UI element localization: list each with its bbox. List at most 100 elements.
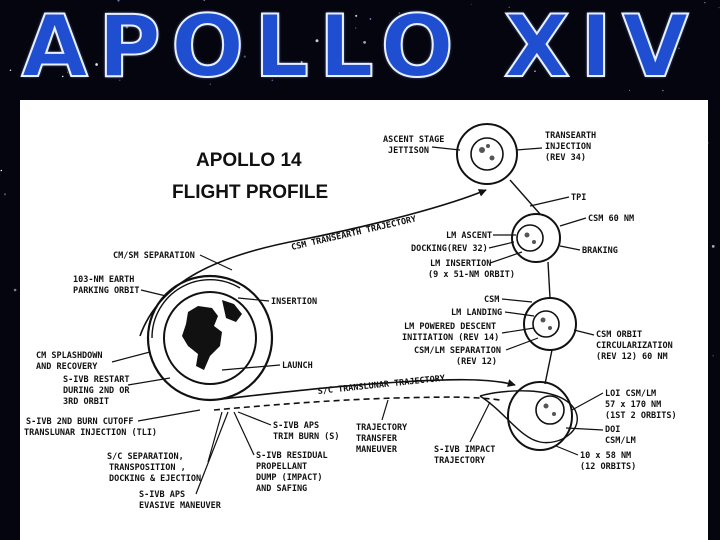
star [271,79,274,82]
label-sc-separation-3: DOCKING & EJECTION [109,474,201,484]
label-loi-3: (1ST 2 ORBITS) [605,411,677,421]
label-sivb-residual-4: AND SAFING [256,484,307,494]
star [3,193,7,196]
star [209,83,211,85]
star [662,90,664,92]
label-lm-ascent: LM ASCENT [446,231,492,241]
star [678,47,680,50]
star [59,36,61,38]
label-sivb-aps-evasive-2: EVASIVE MANEUVER [139,501,222,511]
label-sc-translunar: S/C TRANSLUNAR TRAJECTORY [317,374,446,397]
label-trajectory-transfer-2: TRANSFER [356,434,398,444]
star [712,355,714,357]
label-cm-splashdown-1: CM SPLASHDOWN [36,351,103,361]
label-transearth-inj-1: TRANSEARTH [545,131,596,141]
label-ascent-stage-2: JETTISON [388,146,429,156]
label-transearth-inj-3: (REV 34) [545,153,586,163]
label-csm-lm-sep-1: CSM/LM SEPARATION [414,346,501,356]
star [9,69,12,71]
star [629,89,630,91]
label-sivb-residual-2: PROPELLANT [256,462,307,472]
diagram-title-line-2: FLIGHT PROFILE [172,182,328,203]
star [355,14,358,17]
label-parking-orbit-1: 103-NM EARTH [73,275,134,285]
star [363,41,366,44]
sivb-trajectory-dashed [213,396,501,411]
diagram-panel [20,100,708,540]
label-powered-descent-2: INITIATION (REV 14) [402,333,499,343]
star [272,47,275,50]
label-cm-sm-separation: CM/SM SEPARATION [113,251,195,261]
label-lm-insertion-1: LM INSERTION [430,259,491,269]
label-csm-orbit-2: CIRCULARIZATION [596,341,673,351]
label-doi-1: DOI [605,425,620,435]
label-sivb-residual-1: S-IVB RESIDUAL [256,451,328,461]
star [210,66,212,68]
label-sivb-aps-evasive-1: S-IVB APS [139,490,185,500]
label-loi-2: 57 x 170 NM [605,400,661,410]
label-sc-separation-1: S/C SEPARATION, [107,452,184,462]
star [0,169,3,172]
label-sivb-aps-trim-1: S-IVB APS [273,421,319,431]
label-tpi: TPI [571,193,586,203]
label-csm-60nm: CSM 60 NM [588,214,634,224]
earth [146,274,274,402]
label-launch: LAUNCH [282,361,313,371]
star [67,71,69,73]
star [315,39,319,43]
label-sc-separation-2: TRANSPOSITION , [109,463,186,473]
translunar-trajectory-line [211,378,516,401]
label-csm-lm-sep-2: (REV 12) [456,357,497,367]
star [508,6,510,8]
star [115,50,118,53]
star [203,0,206,1]
label-transearth-inj-2: INJECTION [545,142,591,152]
label-trajectory-transfer-3: MANEUVER [356,445,398,455]
label-trajectory-transfer-1: TRAJECTORY [356,423,408,433]
label-braking: BRAKING [582,246,618,256]
star [398,12,401,14]
label-sivb-restart-3: 3RD ORBIT [63,397,109,407]
label-sivb-restart-2: DURING 2ND OR [63,386,130,396]
label-sivb-aps-trim-2: TRIM BURN (S) [273,432,340,442]
star [64,24,66,27]
label-sivb-2nd-burn-2: TRANSLUNAR INJECTION (TLI) [24,428,157,438]
label-csm-orbit-3: (REV 12) 60 NM [596,352,668,362]
star [117,0,120,2]
label-csm-transearth: CSM TRANSEARTH TRAJECTORY [290,214,418,253]
moon-lm-ascent [511,213,561,263]
moon-lunar-orbit-insertion [479,381,578,451]
label-powered-descent-1: LM POWERED DESCENT [404,322,496,332]
label-loi-1: LOI CSM/LM [605,389,656,399]
star [243,55,246,58]
label-sivb-residual-3: DUMP (IMPACT) [256,473,323,483]
label-cm-splashdown-2: AND RECOVERY [36,362,98,372]
star [114,70,117,74]
label-lm-landing: LM LANDING [451,308,502,318]
label-insertion: INSERTION [271,297,317,307]
star [704,2,706,4]
star [125,25,129,29]
star [388,27,391,30]
label-orbit-10x58-1: 10 x 58 NM [580,451,631,461]
star [718,7,720,9]
star [470,3,472,5]
star [534,70,536,72]
label-csm: CSM [484,295,499,305]
star [354,27,357,29]
label-ascent-stage-1: ASCENT STAGE [383,135,444,145]
label-lm-insertion-2: (9 x 51-NM ORBIT) [428,270,515,280]
label-csm-orbit-1: CSM ORBIT [596,330,642,340]
label-sivb-impact-1: S-IVB IMPACT [434,445,495,455]
star [95,63,98,66]
moon-transearth-injection [456,123,518,185]
star [300,61,303,64]
moon-lm-landing [523,297,577,351]
star [119,79,121,81]
diagram-title-line-1: APOLLO 14 [196,150,302,171]
label-doi-2: CSM/LM [605,436,636,446]
label-docking: DOCKING(REV 32) [411,244,488,254]
slide-title: APOLLO XIV [20,0,699,97]
label-sivb-restart-1: S-IVB RESTART [63,375,130,385]
